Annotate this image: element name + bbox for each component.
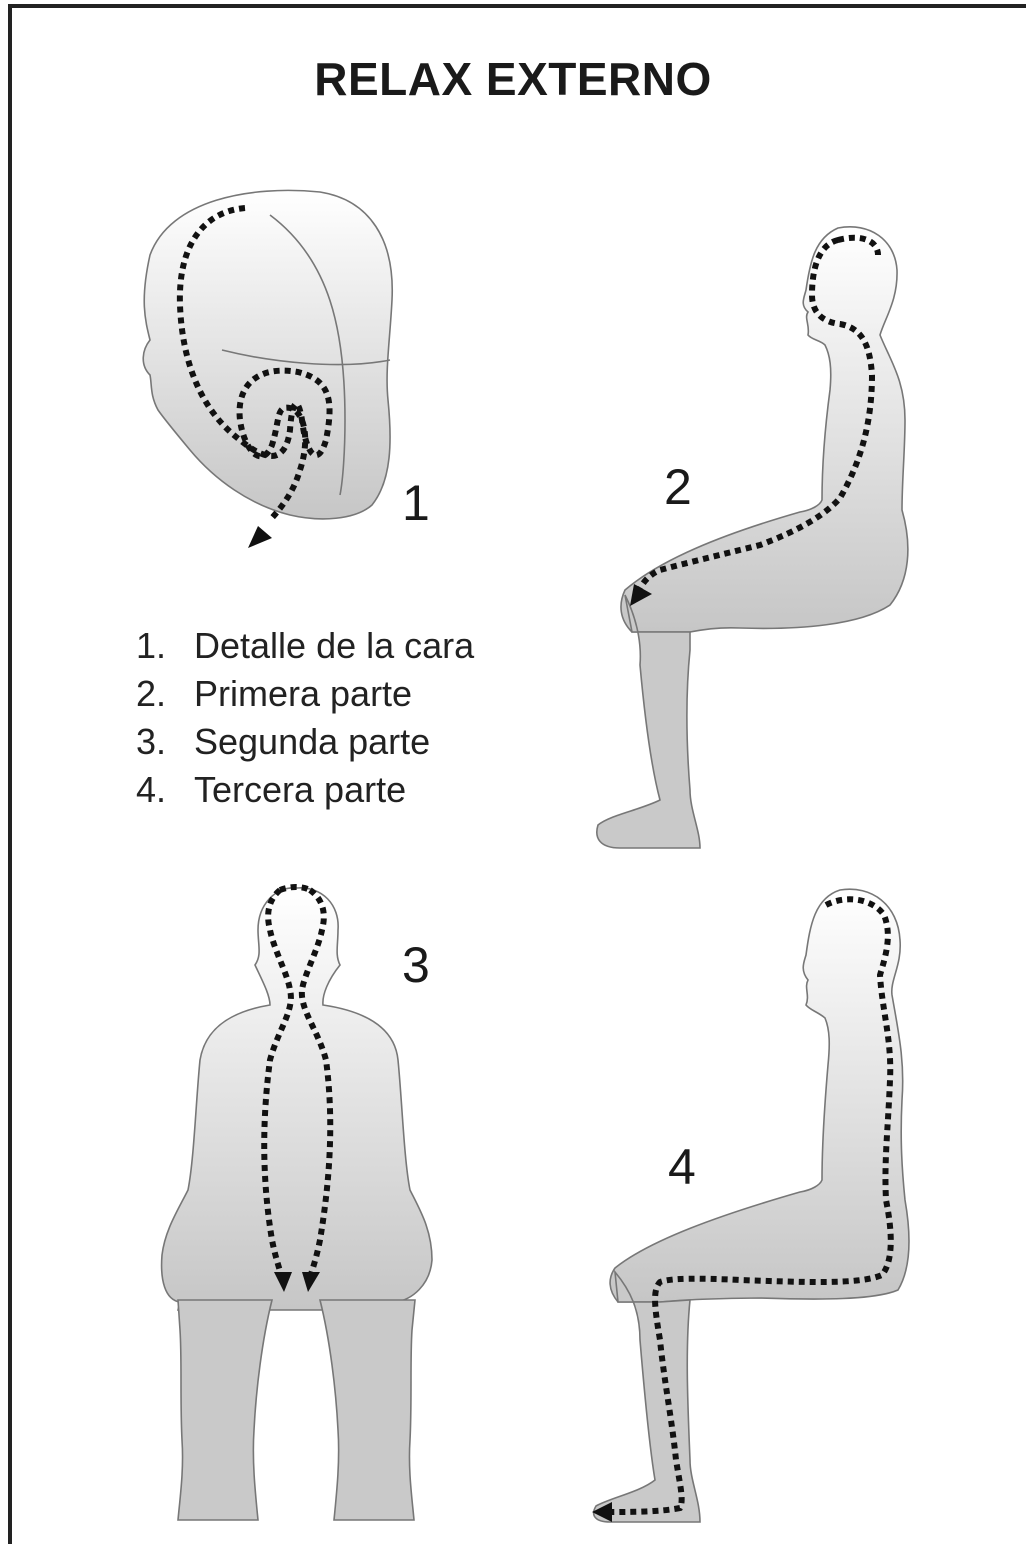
legend-item-label: Detalle de la cara [194, 622, 474, 670]
figure-1-number: 1 [402, 474, 430, 532]
figure-3-seated-back [162, 887, 432, 1520]
figure-2-number: 2 [664, 458, 692, 516]
legend-item-number: 1. [136, 622, 194, 670]
figure-4-number: 4 [668, 1138, 696, 1196]
legend: 1. Detalle de la cara 2. Primera parte 3… [136, 622, 474, 814]
back-torso-shape [162, 888, 432, 1310]
legend-item-number: 3. [136, 718, 194, 766]
leg-shape [597, 595, 700, 848]
legend-item-label: Tercera parte [194, 766, 406, 814]
legend-item: 1. Detalle de la cara [136, 622, 474, 670]
legend-item-number: 2. [136, 670, 194, 718]
head-shape [143, 190, 392, 518]
figure-1-face [143, 190, 392, 548]
figure-4-seated-side-full [592, 889, 909, 1522]
legend-item: 4. Tercera parte [136, 766, 474, 814]
left-leg-shape [178, 1300, 272, 1520]
torso-shape-4 [610, 889, 909, 1302]
leg-shape-4 [594, 1272, 700, 1522]
face-arrow-head [248, 526, 272, 548]
legend-item: 2. Primera parte [136, 670, 474, 718]
figure-3-number: 3 [402, 936, 430, 994]
legend-item-label: Segunda parte [194, 718, 430, 766]
figure-2-seated-side [597, 227, 908, 848]
right-leg-shape [320, 1300, 415, 1520]
legend-item-label: Primera parte [194, 670, 412, 718]
legend-item: 3. Segunda parte [136, 718, 474, 766]
legend-item-number: 4. [136, 766, 194, 814]
